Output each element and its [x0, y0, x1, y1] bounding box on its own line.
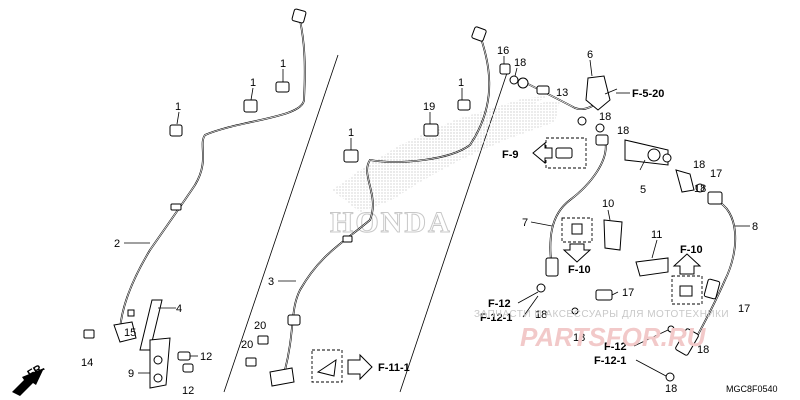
callout-1: 1	[175, 101, 181, 113]
ref-f-9: F-9	[502, 149, 519, 161]
callout-18: 18	[693, 159, 705, 171]
callout-labels: 1 1 1 1 1 2 3 4 5 6 7 8 9 10 11 12 12 13…	[81, 45, 758, 397]
callout-8: 8	[752, 221, 758, 233]
callout-17: 17	[710, 168, 722, 180]
callout-18: 18	[665, 383, 677, 395]
brake-hose-2-group	[83, 8, 307, 389]
callout-18: 18	[617, 125, 629, 137]
brake-hose-3-group	[245, 26, 491, 387]
callout-19: 19	[423, 101, 435, 113]
callout-1: 1	[458, 77, 464, 89]
callout-15: 15	[124, 327, 136, 339]
front-arrow-icon	[12, 368, 44, 396]
ref-f-11-1: F-11-1	[378, 362, 410, 374]
callout-12: 12	[200, 351, 212, 363]
leader-lines-middle	[278, 88, 463, 282]
callout-5: 5	[640, 184, 646, 196]
callout-3: 3	[268, 276, 274, 288]
ref-f-12-1: F-12-1	[480, 312, 512, 324]
ref-f-12: F-12	[604, 341, 627, 353]
callout-14: 14	[81, 357, 93, 369]
callout-18: 18	[694, 183, 706, 195]
callout-18: 18	[599, 111, 611, 123]
diagram-code: MGC8F0540	[726, 384, 778, 394]
brake-hose-right-group	[499, 63, 737, 382]
ref-f-10: F-10	[680, 244, 703, 256]
callout-16: 16	[497, 45, 509, 57]
site-watermark: ЗАПЧАСТИ И АКСЕССУАРЫ ДЛЯ МОТОТЕХНИКИ PA…	[474, 309, 729, 352]
callout-17: 17	[622, 287, 634, 299]
leader-lines-right	[503, 56, 750, 296]
callout-18: 18	[573, 332, 585, 344]
ref-f-12: F-12	[488, 298, 511, 310]
watermark-site: PARTSFOR.RU	[520, 322, 707, 352]
callout-4: 4	[176, 303, 182, 315]
callout-1: 1	[280, 58, 286, 70]
callout-1: 1	[348, 127, 354, 139]
watermark-caption: ЗАПЧАСТИ И АКСЕССУАРЫ ДЛЯ МОТОТЕХНИКИ	[474, 309, 729, 320]
callout-18: 18	[697, 344, 709, 356]
callout-17: 17	[738, 303, 750, 315]
callout-11: 11	[651, 229, 662, 241]
callout-13: 13	[556, 87, 568, 99]
callout-18: 18	[535, 309, 547, 321]
panel-divider-left	[223, 54, 339, 393]
callout-9: 9	[128, 368, 134, 380]
page-references: F-5-20 F-9 F-10 F-10 F-11-1 F-12 F-12-1 …	[378, 88, 703, 377]
callout-7: 7	[522, 217, 528, 229]
callout-12: 12	[182, 385, 194, 397]
ref-f-12-1: F-12-1	[594, 355, 626, 367]
callout-2: 2	[114, 238, 120, 250]
honda-brand-watermark: HONDA	[330, 206, 452, 239]
callout-1: 1	[250, 77, 256, 89]
ref-f-10: F-10	[568, 264, 591, 276]
leader-lines-left	[124, 69, 284, 374]
callout-20: 20	[254, 320, 266, 332]
callout-10: 10	[602, 198, 614, 210]
ref-f-5-20: F-5-20	[632, 88, 664, 100]
callout-18: 18	[514, 57, 526, 69]
callout-6: 6	[587, 49, 593, 61]
callout-20: 20	[241, 339, 253, 351]
front-direction-indicator: FR.	[12, 361, 47, 396]
front-label: FR.	[26, 361, 47, 380]
